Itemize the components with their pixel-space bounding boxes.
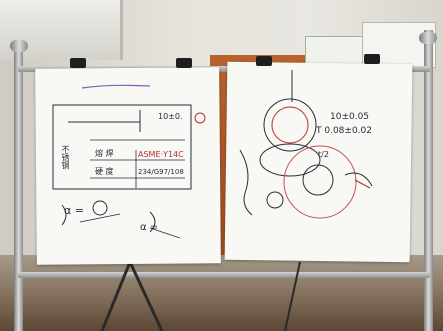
right-note: t/2 <box>318 150 329 159</box>
easel-left-knob <box>10 40 28 52</box>
left-row1-right: ASME·Y14C <box>138 150 184 159</box>
left-row1-mid: 熔 焊 <box>95 149 114 158</box>
left-formula-1: α = <box>64 204 84 217</box>
left-formula-2: α = <box>140 222 159 233</box>
right-dimension-1: 10±0.05 <box>330 112 370 122</box>
easel-right-knob <box>419 32 437 44</box>
left-dimension-text: 10±0. <box>158 112 183 121</box>
left-row2-right: 234/G97/108 <box>138 168 184 176</box>
easel-top-bar <box>18 66 430 72</box>
binder-clip-3 <box>256 56 272 66</box>
binder-clip-4 <box>364 54 380 64</box>
binder-clip-1 <box>70 58 86 68</box>
binder-clip-2 <box>176 58 192 68</box>
easel-right-pole <box>424 30 433 331</box>
easel-left-pole <box>14 40 23 331</box>
left-row1-label: 不锈钢 <box>61 145 70 169</box>
floor <box>0 255 443 331</box>
right-dimension-2: T 0.08±0.02 <box>316 126 372 136</box>
easel-bottom-bar <box>18 272 430 278</box>
left-row2-mid: 硬 度 <box>95 167 114 176</box>
